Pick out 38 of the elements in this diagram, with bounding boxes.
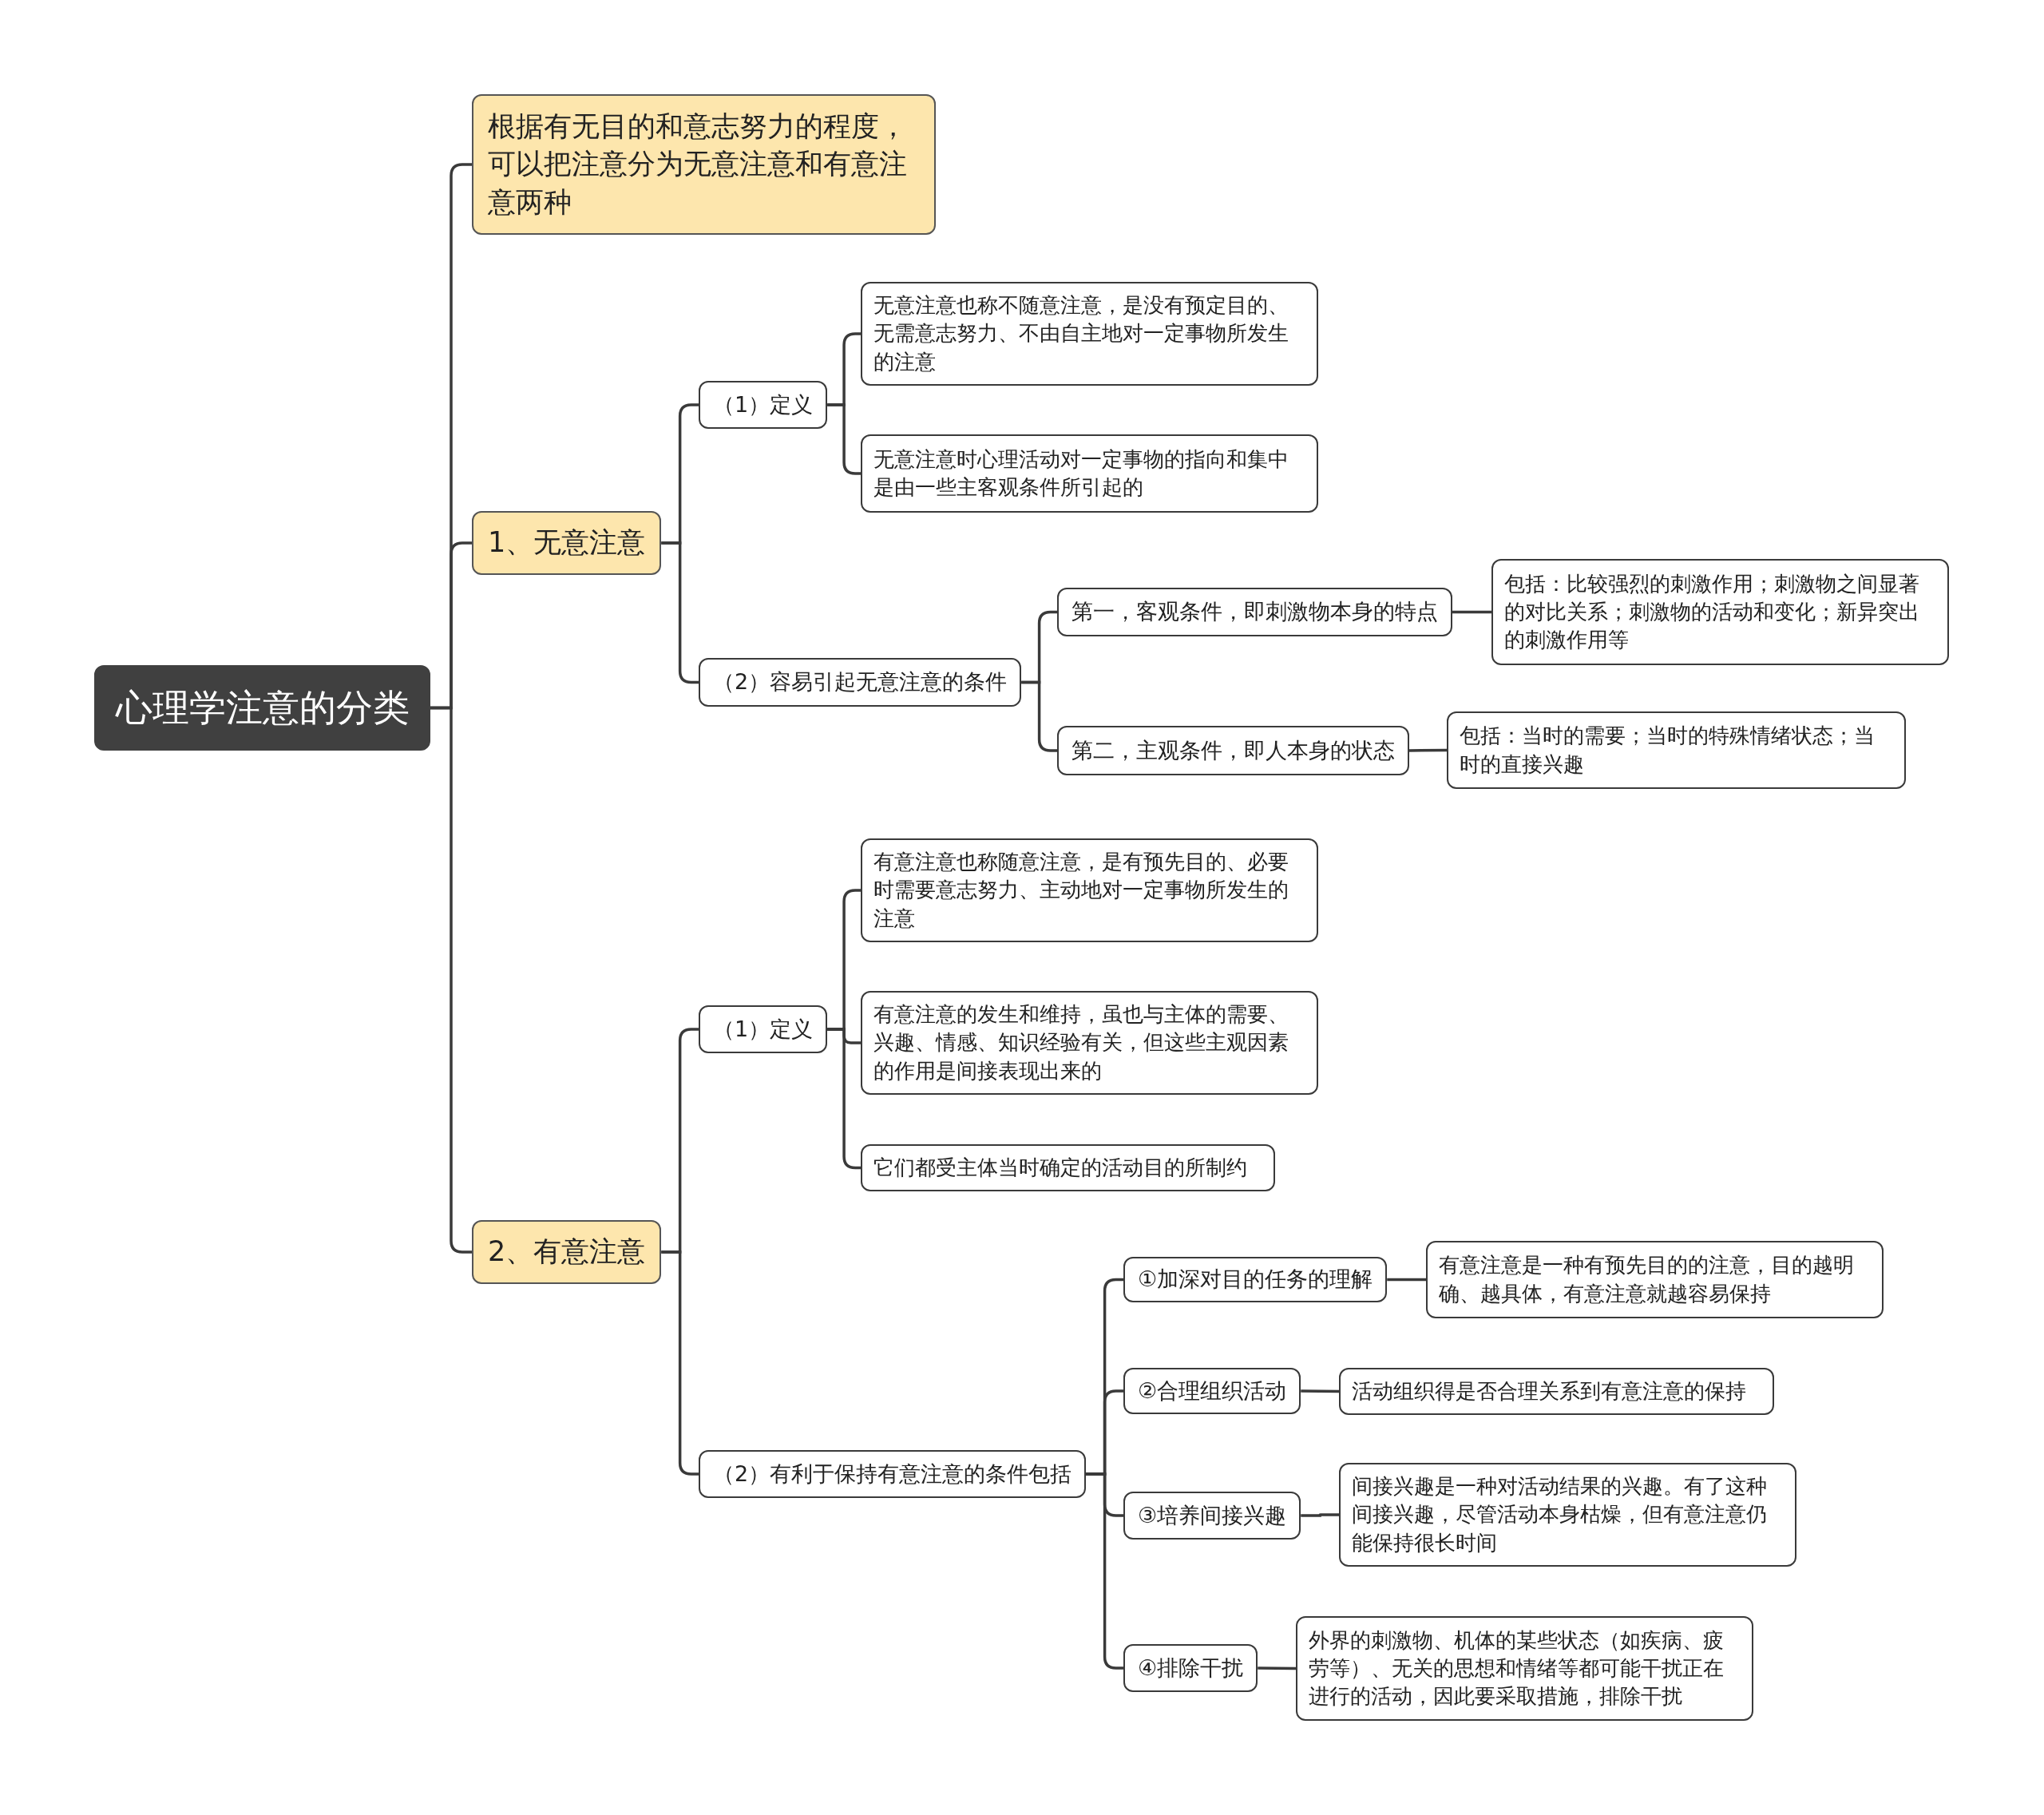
connector-line [661,541,699,684]
subtopic-box: ④排除干扰 [1123,1644,1258,1692]
main-topic-box: 2、有意注意 [472,1220,662,1284]
connector-line [1021,680,1057,752]
connector-line [1387,1278,1426,1282]
note-box: 间接兴趣是一种对活动结果的兴趣。有了这种间接兴趣，尽管活动本身枯燥，但有意注意仍能保持很长时间 [1339,1463,1796,1567]
connector-line [1301,1389,1340,1393]
note-box: 外界的刺激物、机体的某些状态（如疾病、疲劳等）、无关的思想和情绪等都可能干扰正在进行的活动，因此要采取措施，排除干扰 [1296,1616,1753,1721]
note-box: 包括：当时的需要；当时的特殊情绪状态；当时的直接兴趣 [1447,711,1906,789]
main-topic-box: 根据有无目的和意志努力的程度，可以把注意分为无意注意和有意注意两种 [472,94,936,235]
connector-line [661,1250,699,1476]
subtopic-box: 第二，主观条件，即人本身的状态 [1057,726,1409,775]
note-box: 无意注意也称不随意注意，是没有预定目的、无需意志努力、不由自主地对一定事物所发生的注意 [861,282,1318,386]
subtopic-box: ③培养间接兴趣 [1123,1492,1301,1540]
note-box: 有意注意是一种有预先目的的注意，目的越明确、越具体，有意注意就越容易保持 [1426,1241,1884,1318]
connector-line [1258,1666,1296,1670]
subtopic-box: （1）定义 [699,381,828,429]
note-box: 无意注意时心理活动对一定事物的指向和集中是由一些主客观条件所引起的 [861,434,1318,513]
subtopic-box: ②合理组织活动 [1123,1368,1301,1414]
subtopic-box: 第一，客观条件，即刺激物本身的特点 [1057,588,1452,636]
connector-line [430,706,472,1254]
connector-line [1409,748,1447,752]
note-box: 包括：比较强烈的刺激作用；刺激物之间显著的对比关系；刺激物的活动和变化；新异突出的刺激作用等 [1491,559,1949,665]
subtopic-box: ①加深对目的任务的理解 [1123,1257,1388,1302]
connector-line [1086,1472,1123,1670]
subtopic-box: （2）有利于保持有意注意的条件包括 [699,1450,1087,1498]
subtopic-box: （2）容易引起无意注意的条件 [699,658,1022,707]
main-topic-box: 1、无意注意 [472,511,662,575]
subtopic-box: （1）定义 [699,1005,828,1053]
note-box: 活动组织得是否合理关系到有意注意的保持 [1339,1368,1774,1416]
note-box: 有意注意也称随意注意，是有预先目的、必要时需要意志努力、主动地对一定事物所发生的注意 [861,838,1318,942]
connector-line [827,403,861,475]
central-topic-box: 心理学注意的分类 [94,665,430,751]
connector-line [827,1028,861,1170]
note-box: 有意注意的发生和维持，虽也与主体的需要、兴趣、情感、知识经验有关，但这些主观因素的作用是间接表现出来的 [861,991,1318,1095]
connector-line [1452,610,1491,614]
note-box: 它们都受主体当时确定的活动目的所制约 [861,1144,1275,1192]
connector-line [1301,1513,1339,1517]
